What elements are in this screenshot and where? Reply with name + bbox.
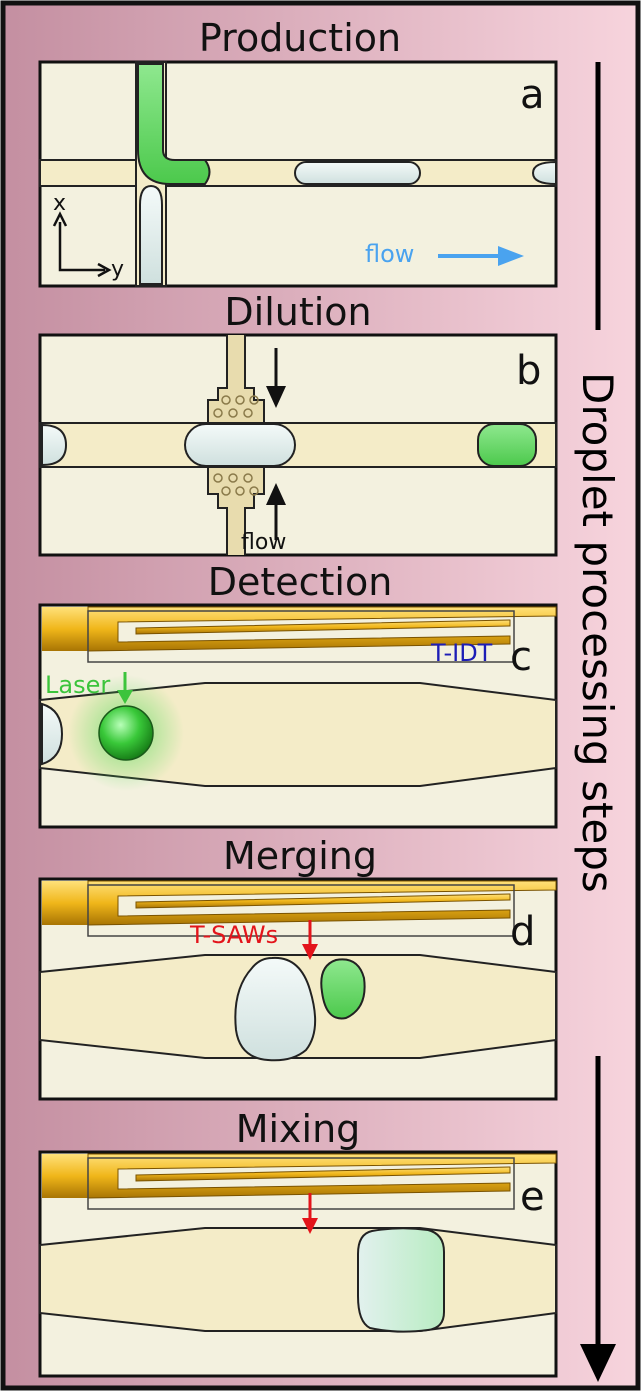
panel-b-down-arrowhead	[266, 386, 286, 408]
axis-y-arrowhead	[97, 262, 112, 278]
panel-a-letter: a	[520, 72, 545, 118]
panel-e-channel	[39, 1227, 557, 1332]
panel-d-title: Merging	[223, 834, 377, 878]
panel-b-up-arrowhead	[266, 483, 286, 505]
panel-c-green-droplet	[98, 705, 154, 761]
panel-c-idt-box	[87, 610, 515, 663]
panel-b-edge-droplet	[41, 423, 68, 467]
panel-e-saw-arrowhead	[302, 1218, 318, 1234]
panel-b-title: Dilution	[224, 290, 371, 334]
panel-a-edge-droplet	[531, 160, 557, 186]
panel-d-green-droplet	[320, 958, 366, 1020]
panel-a-flow-label: flow	[365, 240, 414, 268]
panel-d-idt-box	[87, 884, 515, 937]
panel-d: T-SAWs d	[38, 877, 558, 1101]
panel-e-idt-box	[87, 1157, 515, 1210]
panel-a-white-stream	[139, 184, 163, 285]
panel-a-title: Production	[199, 16, 401, 60]
panel-d-saw-arrowhead	[302, 944, 318, 960]
panel-c-laser-arrowhead	[117, 690, 133, 704]
panel-c-idt-finger-outer	[87, 606, 557, 652]
panel-b-pillars	[213, 395, 259, 496]
axis-x-arrowhead	[52, 211, 68, 227]
panel-d-idt-finger-inner	[135, 893, 511, 909]
panel-b-letter: b	[516, 348, 541, 394]
panel-a: x y flow a	[38, 60, 558, 288]
panel-c-title: Detection	[208, 560, 393, 604]
axis-lines	[58, 222, 105, 272]
panel-c-laser-label: Laser	[45, 671, 110, 699]
panel-d-idt-finger-outer	[87, 880, 557, 926]
panel-a-green-droplet	[137, 63, 211, 185]
axis-y-label: y	[111, 257, 124, 282]
panel-c-idt-pad	[42, 607, 88, 651]
panel-e-idt-pad	[42, 1154, 88, 1198]
panel-a-white-droplet	[294, 161, 421, 185]
panel-d-idt-pad	[42, 881, 88, 925]
panel-c-idt-finger-inner	[135, 619, 511, 635]
panel-e-idt-finger-outer	[87, 1153, 557, 1199]
panel-e-title: Mixing	[236, 1107, 361, 1151]
panel-d-white-droplet	[234, 956, 317, 1062]
panel-b-flow-label: flow	[241, 530, 286, 555]
side-label: Droplet processing steps	[573, 372, 622, 893]
panel-e: e	[38, 1150, 558, 1378]
panel-b: flow b	[38, 333, 558, 557]
panel-e-letter: e	[520, 1174, 545, 1220]
panel-c-idt-label: T-IDT	[430, 639, 493, 667]
panel-d-saw-label: T-SAWs	[189, 921, 278, 949]
process-arrowhead	[580, 1344, 616, 1382]
axis-x-label: x	[53, 191, 66, 216]
panel-b-green-droplet	[477, 423, 537, 467]
panel-a-flow-arrowhead	[498, 246, 524, 266]
panel-b-white-droplet	[184, 423, 296, 467]
panel-c: T-IDT Laser c	[38, 603, 558, 829]
panel-c-letter: c	[510, 634, 532, 680]
panel-e-idt-finger-inner	[135, 1166, 511, 1182]
panel-e-mixed-droplet	[357, 1227, 445, 1333]
panel-d-letter: d	[510, 909, 535, 955]
panel-b-main-channel	[39, 422, 557, 468]
panel-c-edge-droplet	[41, 702, 64, 766]
